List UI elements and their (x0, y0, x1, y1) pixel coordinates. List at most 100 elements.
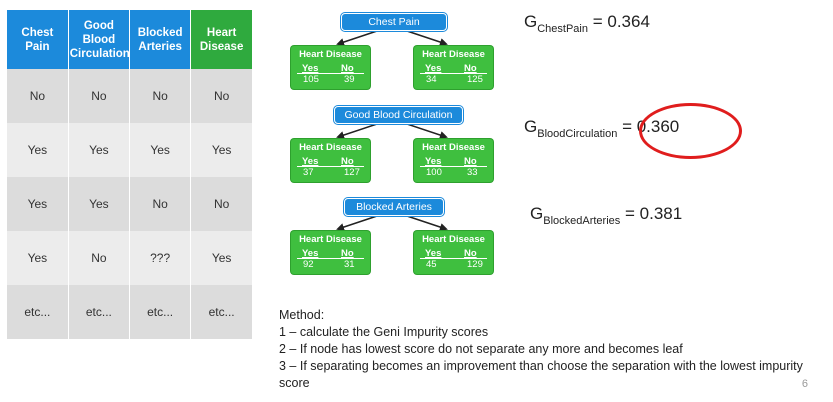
table-cell: etc... (7, 285, 69, 339)
leaf-title: Heart Disease (299, 142, 362, 153)
method-step: 1 – calculate the Geni Impurity scores (279, 325, 489, 339)
table-cell: etc... (68, 285, 131, 339)
method-step: 2 – If node has lowest score do not sepa… (279, 342, 683, 356)
lowest-score-highlight-circle (639, 103, 742, 159)
table-cell: No (7, 69, 69, 123)
table-cell: ??? (129, 231, 192, 285)
leaf-divider (420, 258, 487, 259)
leaf-yes-count: 100 (426, 167, 442, 178)
page-number: 6 (801, 378, 808, 390)
leaf-no-label: No (464, 63, 477, 74)
header-chest-pain: Chest Pain (7, 10, 69, 69)
table-cell: No (68, 69, 131, 123)
leaf-divider (297, 258, 364, 259)
tree-root-blocked-arteries: Blocked Arteries (344, 198, 444, 216)
leaf-yes-label: Yes (425, 156, 442, 167)
leaf-yes-count: 37 (303, 167, 314, 178)
leaf-no-label: No (341, 63, 354, 74)
leaf-no-count: 125 (467, 74, 483, 85)
arrow-left (336, 29, 381, 46)
tree-leaf: Heart Disease Yes No 100 33 (414, 139, 493, 182)
data-table-container: Chest Pain Good Blood Circulation Blocke… (7, 10, 252, 339)
arrow-right (403, 122, 448, 139)
leaf-yes-label: Yes (425, 63, 442, 74)
table-cell: No (129, 177, 192, 231)
leaf-title: Heart Disease (299, 49, 362, 60)
leaf-divider (297, 166, 364, 167)
table-row: etc... etc... etc... etc... (7, 285, 252, 339)
gini-blocked-arteries: GBlockedArteries = 0.381 (530, 204, 682, 227)
method-text-block: Method: 1 – calculate the Geni Impurity … (279, 307, 829, 392)
method-step: 3 – If separating becomes an improvement… (279, 359, 803, 390)
arrow-right (403, 29, 448, 46)
gini-subscript: BlockedArteries (543, 215, 621, 227)
table-cell: Yes (68, 123, 131, 177)
gini-value: = 0.381 (620, 204, 683, 223)
leaf-yes-count: 92 (303, 259, 314, 270)
gini-symbol: G (524, 12, 538, 31)
leaf-yes-label: Yes (425, 248, 442, 259)
leaf-title: Heart Disease (422, 49, 485, 60)
leaf-no-label: No (464, 248, 477, 259)
gini-symbol: G (524, 117, 538, 136)
leaf-yes-count: 105 (303, 74, 319, 85)
table-row: Yes Yes No No (7, 177, 252, 231)
leaf-no-count: 31 (344, 259, 355, 270)
gini-subscript: ChestPain (537, 23, 588, 35)
table-cell: Yes (190, 231, 252, 285)
leaf-no-count: 33 (467, 167, 478, 178)
tree-root-chest-pain: Chest Pain (341, 13, 447, 31)
header-blocked-arteries: Blocked Arteries (129, 10, 192, 69)
gini-chest-pain: GChestPain = 0.364 (524, 12, 650, 35)
table-row: Yes Yes Yes Yes (7, 123, 252, 177)
table-row: Yes No ??? Yes (7, 231, 252, 285)
table-cell: etc... (190, 285, 252, 339)
gini-symbol: G (530, 204, 544, 223)
leaf-yes-label: Yes (302, 156, 319, 167)
table-cell: Yes (7, 123, 69, 177)
leaf-no-label: No (341, 156, 354, 167)
heart-disease-table: Chest Pain Good Blood Circulation Blocke… (7, 10, 252, 339)
table-header-row: Chest Pain Good Blood Circulation Blocke… (7, 10, 252, 69)
leaf-title: Heart Disease (422, 142, 485, 153)
leaf-title: Heart Disease (422, 234, 485, 245)
table-cell: Yes (7, 231, 69, 285)
table-row: No No No No (7, 69, 252, 123)
leaf-yes-label: Yes (302, 63, 319, 74)
leaf-yes-label: Yes (302, 248, 319, 259)
tree-leaf: Heart Disease Yes No 37 127 (291, 139, 370, 182)
table-cell: etc... (129, 285, 192, 339)
leaf-title: Heart Disease (299, 234, 362, 245)
table-cell: Yes (7, 177, 69, 231)
leaf-no-label: No (464, 156, 477, 167)
leaf-no-count: 39 (344, 74, 355, 85)
arrow-left (336, 122, 381, 139)
tree-leaf: Heart Disease Yes No 34 125 (414, 46, 493, 89)
method-title: Method: (279, 308, 325, 322)
tree-leaf: Heart Disease Yes No 105 39 (291, 46, 370, 89)
gini-subscript: BloodCirculation (537, 128, 618, 140)
table-cell: No (190, 177, 252, 231)
leaf-divider (420, 166, 487, 167)
tree-root-good-blood-circulation: Good Blood Circulation (334, 106, 463, 124)
header-good-blood-circulation: Good Blood Circulation (68, 10, 131, 69)
table-cell: No (190, 69, 252, 123)
table-cell: No (68, 231, 131, 285)
header-heart-disease: Heart Disease (190, 10, 252, 69)
tree-leaf: Heart Disease Yes No 92 31 (291, 231, 370, 274)
leaf-divider (297, 73, 364, 74)
leaf-divider (420, 73, 487, 74)
table-cell: Yes (129, 123, 192, 177)
arrow-left (336, 214, 381, 231)
leaf-no-count: 129 (467, 259, 483, 270)
arrow-right (403, 214, 448, 231)
table-cell: Yes (68, 177, 131, 231)
table-cell: Yes (190, 123, 252, 177)
leaf-yes-count: 45 (426, 259, 437, 270)
table-cell: No (129, 69, 192, 123)
leaf-yes-count: 34 (426, 74, 437, 85)
leaf-no-count: 127 (344, 167, 360, 178)
tree-leaf: Heart Disease Yes No 45 129 (414, 231, 493, 274)
leaf-no-label: No (341, 248, 354, 259)
